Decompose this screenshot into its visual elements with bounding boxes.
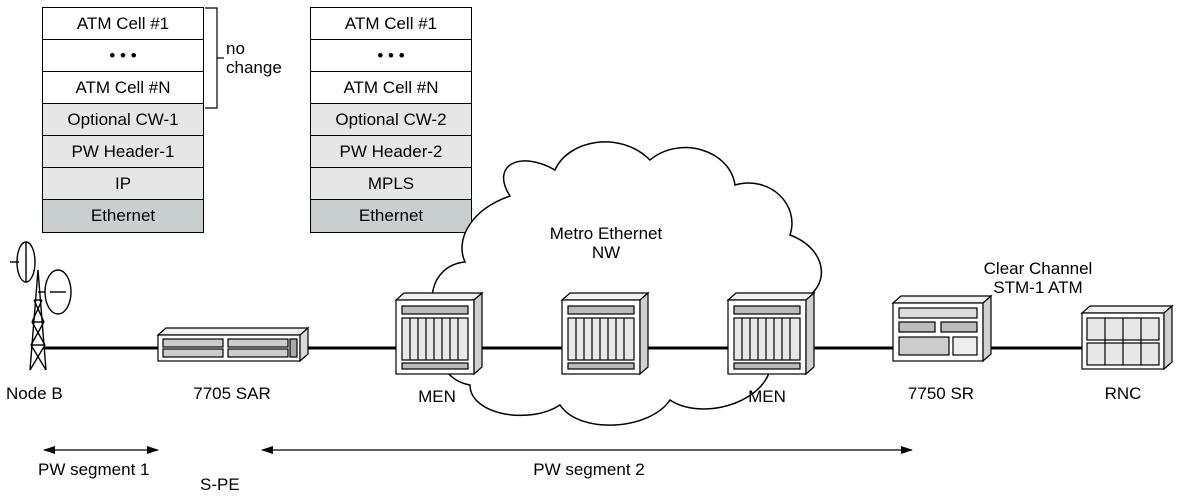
stack-cell: Ethernet bbox=[43, 200, 203, 232]
men-left-label: MEN bbox=[418, 387, 456, 406]
stack-cell: • • • bbox=[311, 40, 471, 72]
channel-label-line2: STM-1 ATM bbox=[993, 278, 1083, 297]
stack-cell: PW Header-1 bbox=[43, 136, 203, 168]
spe-label: S-PE bbox=[200, 475, 240, 494]
stack-cell: ATM Cell #1 bbox=[43, 8, 203, 40]
protocol-stack-left: ATM Cell #1 • • • ATM Cell #N Optional C… bbox=[42, 7, 204, 233]
sr-router-icon bbox=[891, 294, 993, 363]
stack-cell: ATM Cell #1 bbox=[311, 8, 471, 40]
sr-label: 7750 SR bbox=[907, 384, 975, 403]
channel-label-line1: Clear Channel bbox=[983, 259, 1093, 278]
protocol-stack-right: ATM Cell #1 • • • ATM Cell #N Optional C… bbox=[310, 7, 472, 233]
brace-bracket bbox=[205, 7, 218, 109]
brace-label-text: no change bbox=[226, 39, 282, 77]
metro-ethernet-cloud bbox=[431, 141, 823, 426]
sar-router-icon bbox=[156, 326, 310, 363]
stack-cell: Optional CW-2 bbox=[311, 104, 471, 136]
men-switch-icon-right bbox=[726, 291, 816, 376]
men-switch-icon-center bbox=[560, 291, 650, 376]
cloud-label-line2: NW bbox=[591, 243, 621, 262]
men-right-label: MEN bbox=[748, 387, 786, 406]
men-switch-icon-left bbox=[394, 291, 484, 376]
pw-segment-1-label: PW segment 1 bbox=[38, 460, 150, 479]
stack-cell: • • • bbox=[43, 40, 203, 72]
stack-cell: ATM Cell #N bbox=[43, 72, 203, 104]
antenna-tower-icon bbox=[10, 241, 72, 371]
rnc-label: RNC bbox=[1104, 384, 1142, 403]
stack-cell: Optional CW-1 bbox=[43, 104, 203, 136]
stack-cell: IP bbox=[43, 168, 203, 200]
stack-cell: PW Header-2 bbox=[311, 136, 471, 168]
stack-cell: MPLS bbox=[311, 168, 471, 200]
rnc-equipment-icon bbox=[1080, 304, 1174, 371]
brace-label: no change bbox=[226, 39, 282, 77]
node-b-label: Node B bbox=[6, 384, 63, 403]
stack-cell: Ethernet bbox=[311, 200, 471, 232]
stack-cell: ATM Cell #N bbox=[311, 72, 471, 104]
cloud-label-line1: Metro Ethernet bbox=[549, 224, 663, 243]
sar-label: 7705 SAR bbox=[193, 384, 271, 403]
pw-segment-2-label: PW segment 2 bbox=[533, 460, 645, 479]
